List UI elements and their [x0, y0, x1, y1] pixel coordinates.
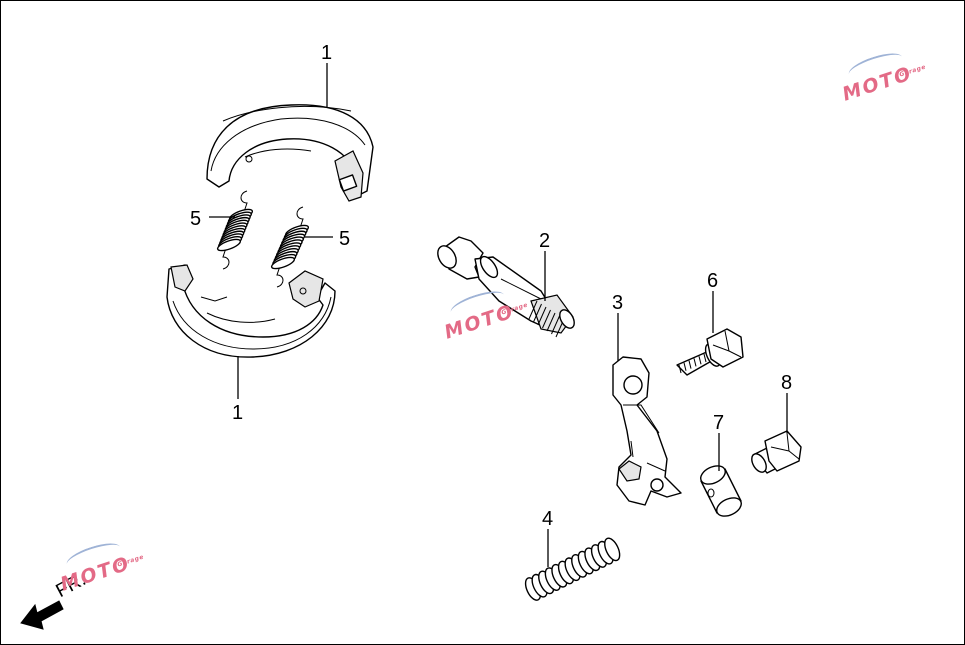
callout-6: 6	[707, 270, 718, 292]
spring-right	[270, 206, 310, 288]
callout-1-top: 1	[321, 42, 332, 64]
callout-5-right: 5	[339, 228, 350, 250]
collar	[700, 465, 742, 517]
leader-lines	[209, 63, 788, 567]
spring-left	[216, 190, 254, 270]
brake-arm	[612, 356, 682, 506]
return-spring	[524, 537, 621, 601]
callout-4: 4	[542, 508, 553, 530]
brake-cam	[437, 236, 575, 338]
cap-nut	[751, 430, 802, 474]
brake-shoe-bottom	[166, 264, 336, 358]
callout-1-bottom: 1	[232, 402, 243, 424]
callout-3: 3	[612, 292, 623, 314]
callout-8: 8	[781, 372, 792, 394]
flange-bolt	[676, 328, 744, 376]
brake-shoe-top	[206, 104, 374, 202]
callout-7: 7	[713, 412, 724, 434]
front-arrow-icon	[20, 600, 64, 630]
callout-5-left: 5	[190, 208, 201, 230]
callout-2: 2	[539, 230, 550, 252]
